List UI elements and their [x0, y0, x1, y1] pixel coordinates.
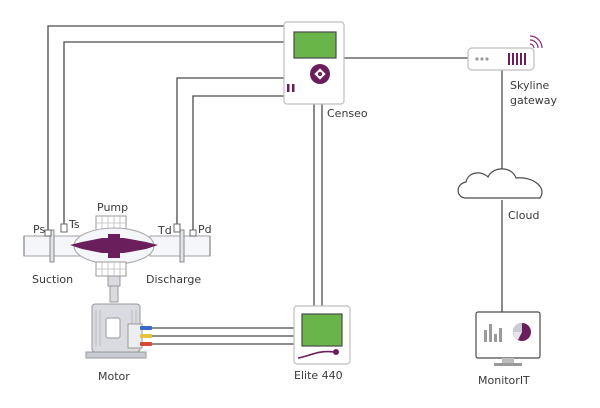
gateway-led-2: [480, 57, 484, 61]
monitorit-screen-icon: [475, 311, 541, 366]
pump-shaft: [108, 234, 120, 258]
monitor-foot: [494, 363, 522, 366]
gateway-vents: [508, 53, 526, 65]
cloud-icon: [457, 168, 543, 199]
censeo-led-a: [287, 84, 290, 92]
motor-cables: [140, 326, 294, 346]
label-motor: Motor: [98, 370, 130, 383]
pump-top-grid: [96, 216, 126, 230]
motor-fins: [95, 310, 137, 346]
monitor-pie-slice: [513, 323, 522, 332]
monitor-pie-slice-2: [513, 332, 522, 340]
wire-td: [192, 95, 284, 234]
cable-clamp-blue: [140, 326, 152, 330]
motor-icon: [85, 303, 147, 359]
label-cloud: Cloud: [508, 209, 540, 222]
label-td: Td: [158, 224, 172, 237]
label-ps: Ps: [33, 223, 46, 236]
label-censeo: Censeo: [327, 107, 368, 120]
motor-base: [85, 351, 147, 359]
label-monitorit: MonitorIT: [478, 374, 530, 387]
pump-bottom-grid: [96, 262, 126, 276]
label-pd: Pd: [198, 223, 212, 236]
monitor-bars: [484, 324, 502, 342]
monitor-stand: [502, 358, 514, 363]
motor-terminal: [127, 323, 143, 349]
connection-lines: [47, 25, 503, 312]
censeo-led-b: [292, 84, 295, 92]
label-skyline-line1: Skyline: [510, 79, 550, 92]
wifi-icon: [529, 35, 543, 49]
sensor-pd: [173, 223, 181, 233]
label-discharge: Discharge: [146, 273, 202, 286]
cable-clamp-yellow: [140, 334, 152, 338]
censeo-dial-dot: [318, 72, 322, 76]
elite-probe: [297, 350, 335, 359]
wire-ps: [47, 25, 284, 234]
label-suction: Suction: [32, 273, 74, 286]
censeo-device-icon: [283, 21, 345, 105]
pump-icon: [70, 215, 158, 277]
sensor-ps: [44, 229, 52, 237]
label-skyline-line2: gateway: [510, 94, 558, 107]
cable-clamp-red: [140, 342, 152, 346]
label-pump: Pump: [97, 201, 129, 214]
label-elite: Elite 440: [294, 369, 343, 382]
label-ts: Ts: [69, 218, 80, 231]
pipe-sensors: [44, 223, 197, 237]
gateway-led-1: [475, 57, 479, 61]
elite-screen: [301, 313, 343, 347]
wire-pd: [176, 77, 284, 226]
skyline-gateway-icon: [467, 35, 543, 71]
gateway-led-3: [485, 57, 489, 61]
elite-probe-tip: [333, 349, 339, 355]
censeo-screen: [293, 31, 337, 59]
flange-right: [179, 229, 185, 263]
elite-440-device-icon: [293, 305, 351, 365]
wire-ts: [63, 41, 284, 226]
flange-left: [49, 229, 55, 263]
sensor-ts: [60, 223, 68, 233]
sensor-td: [189, 229, 197, 237]
motor-plate: [105, 317, 121, 339]
coupling: [107, 275, 121, 303]
